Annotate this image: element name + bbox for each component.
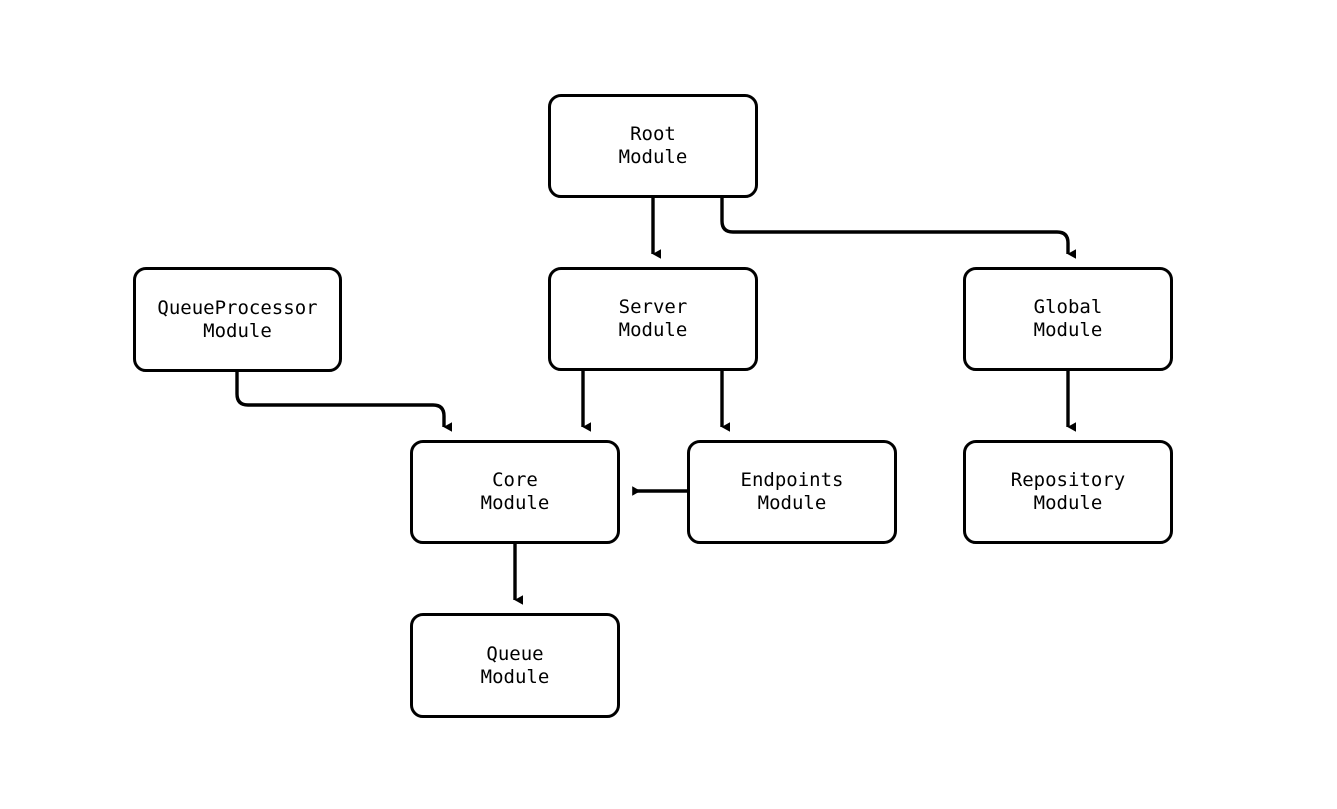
node-queue-module-label: Queue Module [480,642,550,688]
node-server-module[interactable]: Server Module [548,267,758,371]
node-queueprocessor-module[interactable]: QueueProcessor Module [133,267,342,372]
node-server-module-label: Server Module [618,296,688,341]
node-global-module-label: Global Module [1033,296,1103,341]
edge-root-to-global [720,198,1077,259]
node-core-module-label: Core Module [480,469,550,514]
node-endpoints-module-label: Endpoints Module [740,469,844,514]
node-core-module[interactable]: Core Module [410,440,620,544]
node-endpoints-module[interactable]: Endpoints Module [687,440,897,544]
node-queueprocessor-module-label: QueueProcessor Module [157,296,318,342]
node-root-module[interactable]: Root Module [548,94,758,198]
node-repository-module[interactable]: Repository Module [963,440,1173,544]
node-global-module[interactable]: Global Module [963,267,1173,371]
node-queue-module[interactable]: Queue Module [410,613,620,718]
node-repository-module-label: Repository Module [1010,469,1126,514]
node-root-module-label: Root Module [618,123,688,168]
edge-queueprocessor-to-core [235,372,453,432]
